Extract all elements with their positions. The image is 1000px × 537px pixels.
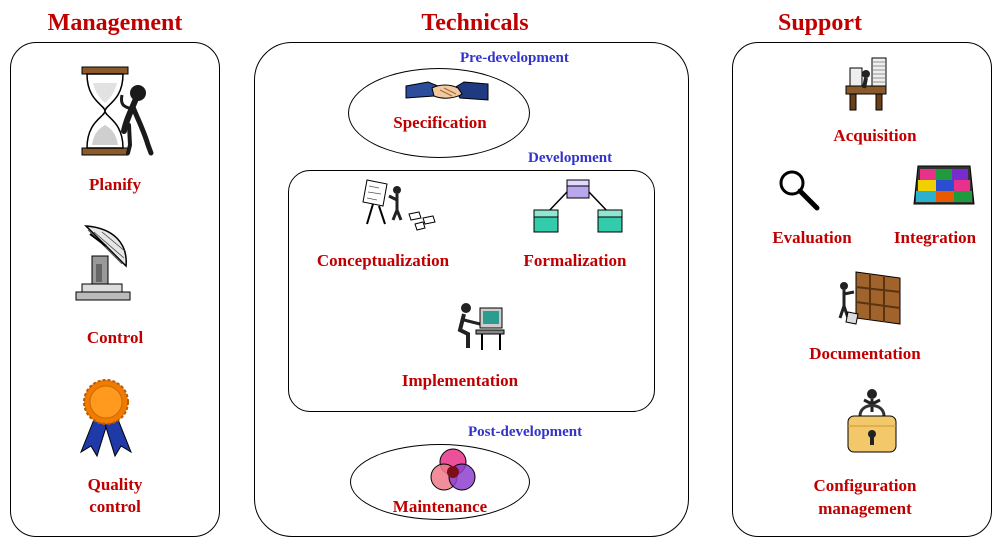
quality-control-line-2: control: [89, 497, 141, 516]
integration-label: Integration: [893, 228, 977, 247]
flow-chart-icon: [533, 179, 623, 233]
easel-icon: [362, 179, 436, 231]
handshake-icon: [405, 81, 489, 101]
formalization-label: Formalization: [523, 251, 627, 270]
control-label: Control: [86, 328, 144, 347]
documentation-label: Documentation: [809, 344, 921, 363]
acquisition-label: Acquisition: [833, 126, 917, 145]
padlock-icon: [847, 389, 897, 453]
desk-papers-icon: [845, 57, 887, 111]
configuration-line-1: Configuration: [813, 476, 917, 495]
quality-control-label: Quality control: [40, 474, 190, 518]
venn-circles-icon: [430, 448, 476, 491]
management-title: Management: [47, 10, 183, 36]
quality-control-line-1: Quality: [87, 475, 143, 494]
computer-user-icon: [457, 303, 505, 350]
satellite-dish-icon: [75, 225, 131, 301]
puzzle-icon: [913, 165, 975, 205]
specification-ellipse: [348, 68, 530, 158]
configuration-line-2: management: [818, 499, 912, 518]
implementation-label: Implementation: [401, 371, 519, 390]
support-title: Support: [777, 10, 863, 36]
configuration-management-label: Configuration management: [790, 474, 940, 520]
maintenance-ellipse: [350, 444, 530, 520]
maintenance-label: Maintenance: [392, 497, 488, 516]
specification-label: Specification: [393, 113, 487, 132]
development-box: [288, 170, 655, 412]
bookshelf-icon: [838, 271, 901, 325]
post-development-label: Post-development: [468, 424, 583, 440]
development-label: Development: [528, 150, 613, 166]
evaluation-label: Evaluation: [772, 228, 852, 247]
planify-label: Planify: [89, 175, 141, 194]
ribbon-award-icon: [79, 379, 133, 458]
technicals-title: Technicals: [421, 10, 529, 36]
pre-development-label: Pre-development: [460, 50, 569, 66]
hourglass-icon: [81, 66, 154, 156]
conceptualization-label: Conceptualization: [316, 251, 450, 270]
magnifier-icon: [779, 170, 820, 211]
